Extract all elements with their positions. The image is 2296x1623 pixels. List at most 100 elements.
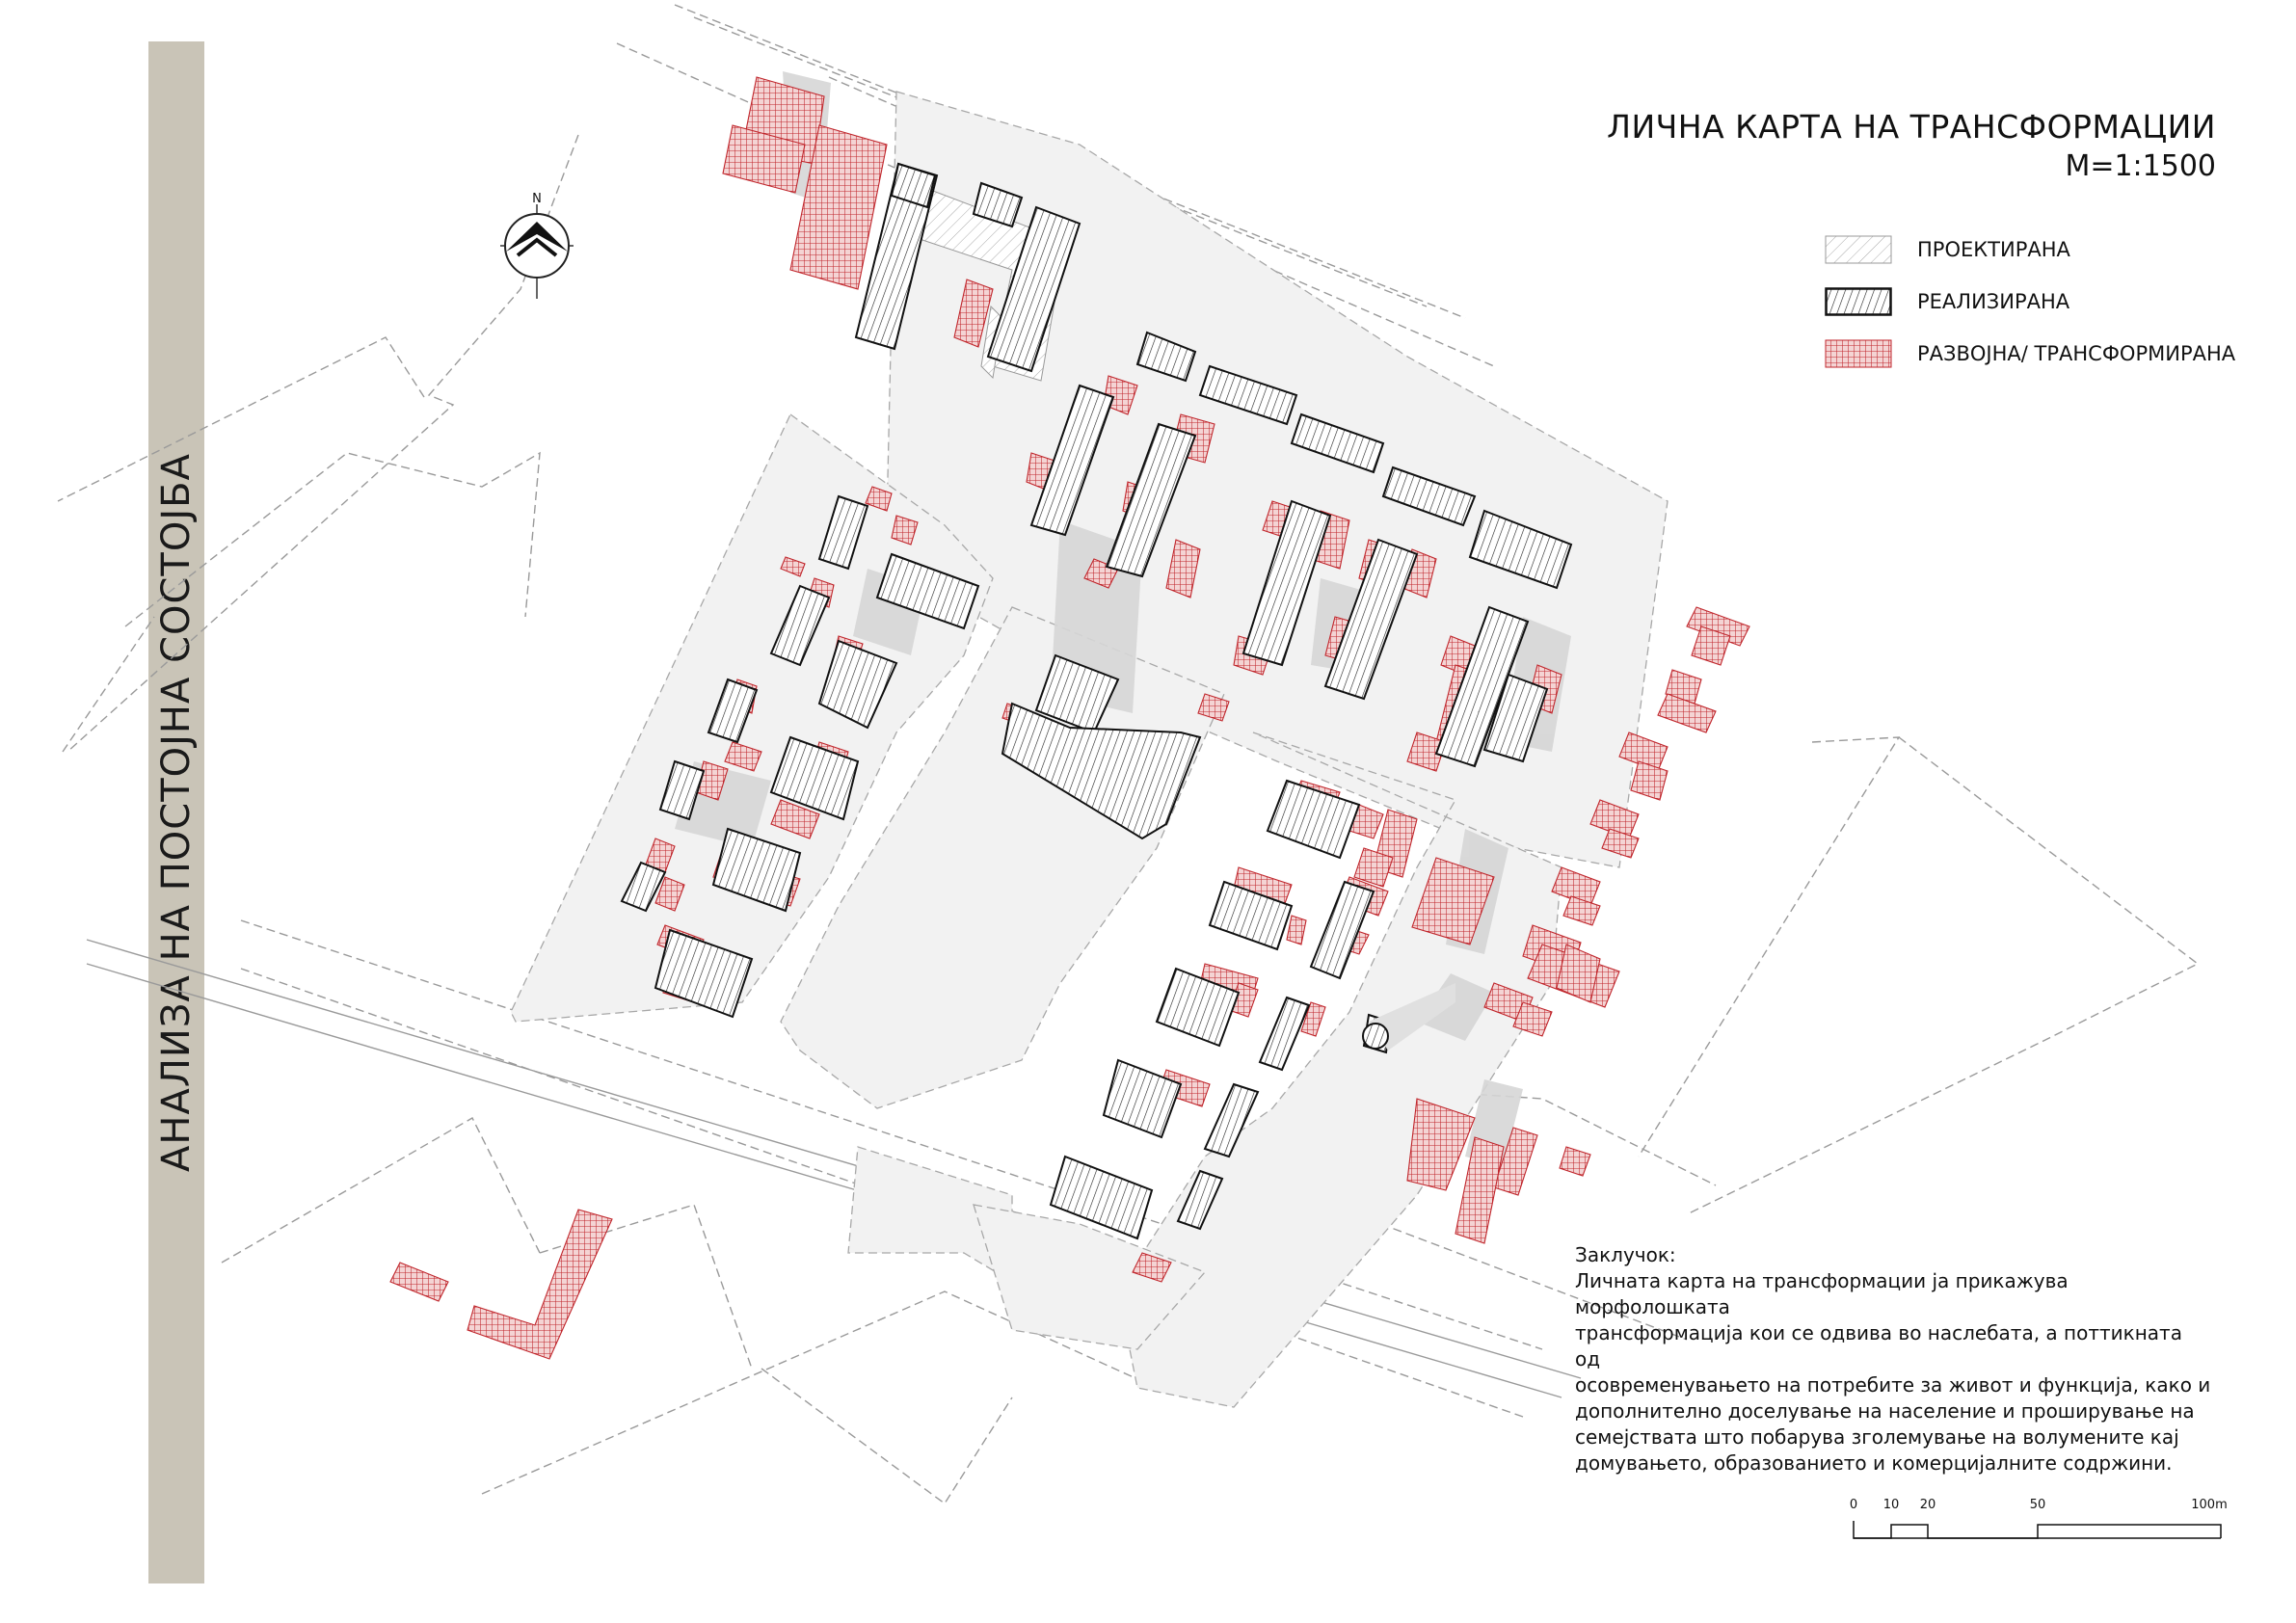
realized-building (1135, 331, 1197, 383)
legend-item-projected: ПРОЕКТИРАНА (1825, 224, 2235, 276)
realized-building (658, 759, 706, 821)
map-shape (506, 222, 568, 252)
transformed-building (1657, 693, 1717, 733)
scale-bar-graphic (1853, 1521, 2222, 1539)
transformed-building (1300, 1001, 1326, 1037)
transformed-building (1630, 760, 1669, 801)
transformed-building (1132, 1252, 1172, 1283)
map-shape (1638, 736, 1901, 1157)
transformed-building (1691, 625, 1731, 666)
transformed-building (1286, 915, 1307, 945)
conclusion-heading: Заклучок: (1575, 1243, 1676, 1266)
realized-building (1001, 702, 1202, 840)
scale-label: 0 (1849, 1498, 1858, 1512)
transformed-building (654, 876, 685, 912)
map-shape (504, 213, 570, 279)
realized-building (1155, 967, 1241, 1048)
north-label: N (532, 192, 542, 206)
realized-building (1029, 384, 1115, 537)
scale-label: 100m (2191, 1498, 2228, 1512)
transformed-building (1601, 828, 1640, 859)
realized-swatch-icon (1825, 287, 1892, 316)
tower-icon (1362, 983, 1455, 1051)
sidebar-band: АНАЛИЗА НА ПОСТОЈНА СОСТОЈБА (148, 41, 204, 1583)
conclusion-line: домувањето, образованието и комерцијални… (1575, 1451, 2173, 1475)
realized-building (1105, 422, 1197, 578)
transformed-building (1556, 944, 1601, 1003)
conclusion-line: осовременувањето на потребите за живот и… (1575, 1373, 2211, 1397)
map-scale-ratio: М=1:1500 (2065, 149, 2216, 183)
transformed-building (1197, 693, 1230, 722)
realized-building (986, 205, 1081, 373)
realized-building (1102, 1058, 1183, 1139)
transformed-building (389, 1262, 449, 1302)
transformed-building (789, 124, 888, 290)
realized-building (1176, 1169, 1224, 1231)
conclusion-line: Личната карта на трансформации ја прикаж… (1575, 1269, 2069, 1318)
map-shape (510, 413, 994, 1023)
conclusion-text: Заклучок: Личната карта на трансформации… (1575, 1242, 2211, 1477)
realized-building (1241, 499, 1332, 667)
legend-item-transformed: РАЗВОЈНА/ ТРАНСФОРМИРАНА (1825, 328, 2235, 380)
map-shape (847, 1146, 1013, 1284)
transformed-building (1406, 1098, 1476, 1191)
map-shape (539, 1204, 753, 1370)
realized-building (1258, 996, 1311, 1072)
map-shape (86, 963, 1562, 1398)
transformed-building (953, 279, 994, 348)
transformed-building (1455, 1136, 1505, 1244)
realized-building (875, 552, 980, 630)
map-shape (1686, 736, 2200, 1215)
realized-building (1482, 673, 1549, 763)
realized-building (1468, 509, 1573, 590)
realized-building (769, 584, 831, 667)
legend: ПРОЕКТИРАНА РЕАЛИЗИРАНА РАЗВОЈНА/ ТРАНСФ… (1825, 224, 2235, 380)
transformed-building (1493, 1127, 1538, 1196)
transformed-building (1406, 732, 1447, 772)
realized-building (620, 861, 667, 913)
transformed-building (722, 124, 806, 194)
map-title-block: ЛИЧНА КАРТА НА ТРАНСФОРМАЦИИ М=1:1500 (1607, 108, 2216, 183)
transformed-building (724, 741, 762, 772)
realized-building (654, 928, 754, 1019)
map-title: ЛИЧНА КАРТА НА ТРАНСФОРМАЦИИ (1607, 108, 2216, 146)
map-shape (761, 1368, 1013, 1505)
transformed-building (865, 486, 893, 512)
realized-building (1203, 1082, 1260, 1158)
map-shape (67, 134, 579, 753)
transformed-building (1512, 1001, 1553, 1037)
map-shape (516, 237, 558, 257)
realized-building (1434, 605, 1530, 768)
realized-building (1323, 538, 1419, 701)
conclusion-line: дополнително доселување на население и п… (1575, 1399, 2195, 1423)
realized-building (817, 639, 898, 730)
map-shape (62, 616, 155, 753)
north-arrow-icon: N (500, 192, 574, 299)
scale-label: 10 (1882, 1498, 1900, 1512)
map-shape (1369, 983, 1455, 1051)
map-shape (86, 939, 1582, 1379)
realized-building (1208, 880, 1294, 951)
transformed-building (1559, 1146, 1591, 1177)
transformed-building (1165, 539, 1201, 599)
map-shape (124, 451, 541, 627)
legend-label: ПРОЕКТИРАНА (1917, 238, 2070, 261)
map-shape (1417, 973, 1494, 1041)
scale-bar: 0 10 20 50 100m (1831, 1498, 2236, 1556)
transformed-building (467, 1209, 613, 1360)
realized-building (769, 735, 860, 821)
transformed-building (1562, 895, 1601, 926)
realized-building (972, 181, 1024, 228)
legend-label: РАЗВОЈНА/ ТРАНСФОРМИРАНА (1917, 342, 2236, 365)
map-shape (1329, 1204, 1688, 1341)
realized-building (1266, 779, 1361, 860)
legend-label: РЕАЛИЗИРАНА (1917, 290, 2070, 313)
realized-building (1198, 364, 1298, 426)
realized-building (817, 494, 869, 571)
transformed-building (1411, 857, 1495, 945)
realized-building (707, 678, 759, 744)
map-shape (973, 1204, 1207, 1350)
transformed-building (770, 799, 820, 839)
map-shape (1362, 1023, 1389, 1050)
